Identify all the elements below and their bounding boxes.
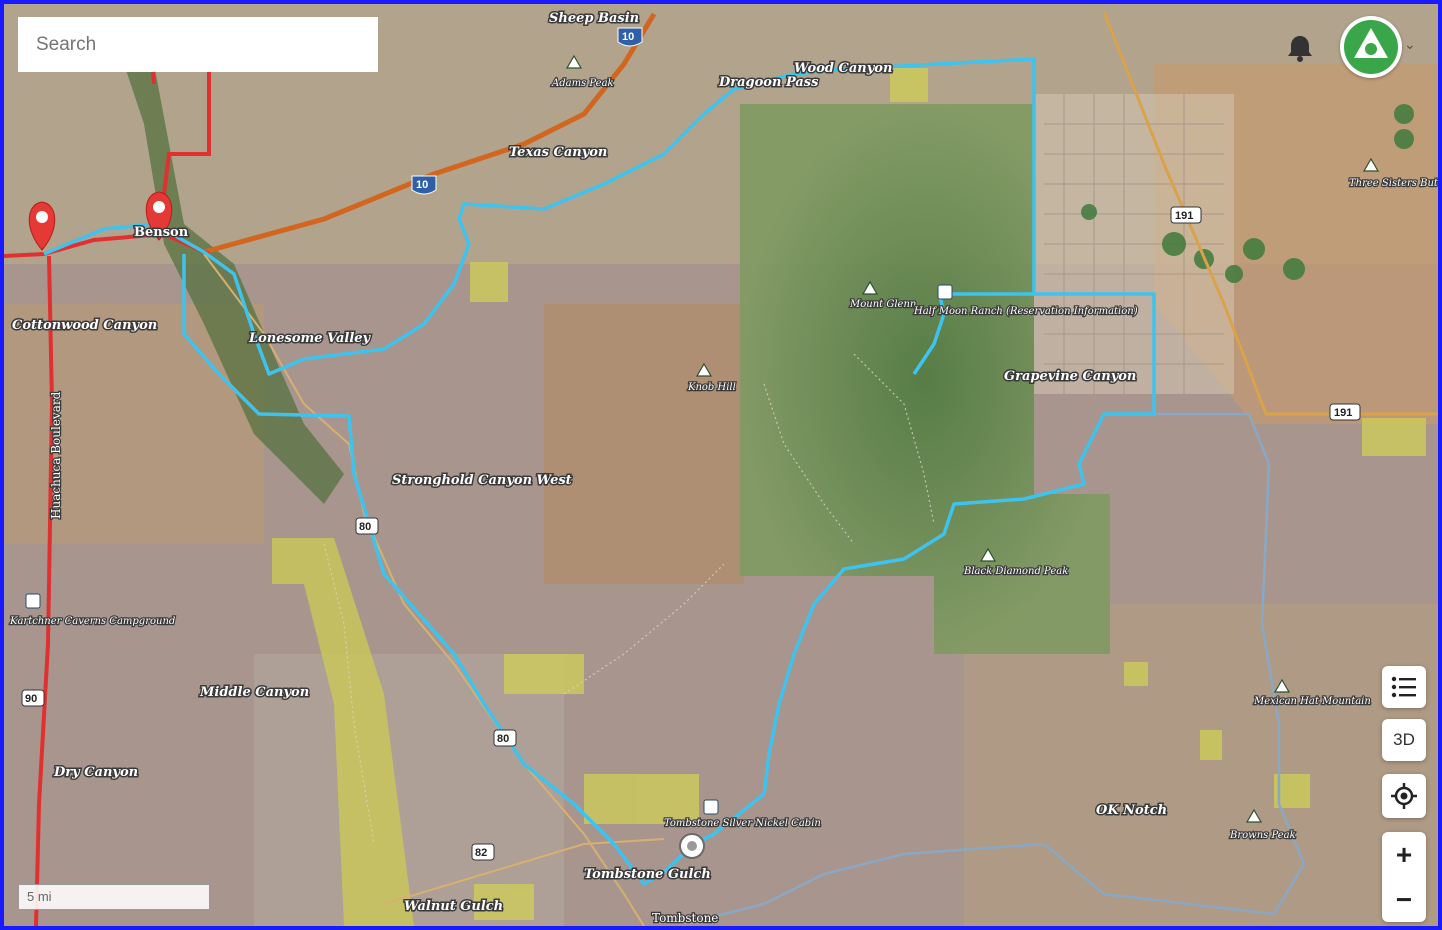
place-label: Sheep Basin xyxy=(549,11,639,26)
profile-avatar[interactable] xyxy=(1340,16,1402,78)
svg-text:10: 10 xyxy=(622,31,634,43)
place-label: Black Diamond Peak xyxy=(963,566,1068,577)
place-label: Mount Glenn xyxy=(849,299,916,310)
place-label: Tombstone Silver Nickel Cabin xyxy=(664,818,821,829)
zoom-controls: + − xyxy=(1382,832,1426,922)
road-shield: 90 xyxy=(21,689,45,707)
crosshair-icon xyxy=(1391,783,1417,809)
place-label: Kartchner Caverns Campground xyxy=(9,616,175,627)
zoom-out-button[interactable]: − xyxy=(1395,883,1413,915)
place-label: OK Notch xyxy=(1096,803,1167,818)
place-label: Cottonwood Canyon xyxy=(12,318,157,333)
svg-text:10: 10 xyxy=(416,179,428,191)
place-label: Adams Peak xyxy=(551,78,614,89)
svg-text:80: 80 xyxy=(359,521,371,533)
place-label: Three Sisters Buttes xyxy=(1349,178,1438,189)
svg-text:80: 80 xyxy=(497,733,509,745)
start-pin-icon[interactable] xyxy=(28,201,56,251)
place-label: Grapevine Canyon xyxy=(1004,369,1136,384)
list-icon xyxy=(1391,676,1416,698)
zoom-in-button[interactable]: + xyxy=(1395,838,1413,870)
road-shields: 10 10 191 191 80 80 82 90 xyxy=(21,27,1361,861)
place-label: Wood Canyon xyxy=(794,61,892,76)
svg-text:191: 191 xyxy=(1175,210,1193,222)
place-label: Dry Canyon xyxy=(53,765,138,780)
place-label: Dragoon Pass xyxy=(718,75,819,90)
place-label: Middle Canyon xyxy=(199,685,309,700)
place-label: Browns Peak xyxy=(1229,830,1296,841)
place-label: Stronghold Canyon West xyxy=(392,473,572,488)
road-shield: 80 xyxy=(355,517,379,535)
svg-text:82: 82 xyxy=(475,847,487,859)
map-canvas[interactable]: 10 10 191 191 80 80 82 90 Sheep Basin Ad… xyxy=(4,4,1438,926)
end-pin-icon[interactable] xyxy=(145,191,173,241)
svg-text:191: 191 xyxy=(1334,407,1352,419)
app-logo-icon xyxy=(1344,20,1398,74)
place-label: Lonesome Valley xyxy=(248,331,372,346)
road-shield: 80 xyxy=(493,729,517,747)
place-label: Benson xyxy=(134,225,189,240)
place-label: Texas Canyon xyxy=(509,145,607,160)
scale-bar: 5 mi xyxy=(18,884,210,910)
place-label: Tombstone Gulch xyxy=(584,867,711,882)
place-labels: Sheep Basin Adams Peak Texas Canyon Drag… xyxy=(8,10,1438,927)
place-label: Half Moon Ranch (Reservation Information… xyxy=(913,306,1138,317)
bell-icon[interactable] xyxy=(1282,30,1318,66)
place-label: Knob Hill xyxy=(687,382,736,393)
road-shield: 191 xyxy=(1329,403,1361,421)
chevron-down-icon[interactable]: ⌄ xyxy=(1404,36,1416,52)
search-input[interactable] xyxy=(18,17,378,72)
svg-text:90: 90 xyxy=(25,693,37,705)
list-view-button[interactable] xyxy=(1382,666,1426,708)
place-label: Tombstone xyxy=(652,911,718,925)
road-shield: 191 xyxy=(1170,206,1202,224)
road-shield: 82 xyxy=(471,843,495,861)
road-shield: 10 xyxy=(411,175,437,195)
place-label: Mexican Hat Mountain xyxy=(1253,696,1371,707)
locate-button[interactable] xyxy=(1382,774,1426,818)
road-shield: 10 xyxy=(617,27,643,47)
3d-toggle-button[interactable]: 3D xyxy=(1382,719,1426,761)
road-label: Huachuca Boulevard xyxy=(49,391,63,519)
place-label: Walnut Gulch xyxy=(404,899,503,914)
